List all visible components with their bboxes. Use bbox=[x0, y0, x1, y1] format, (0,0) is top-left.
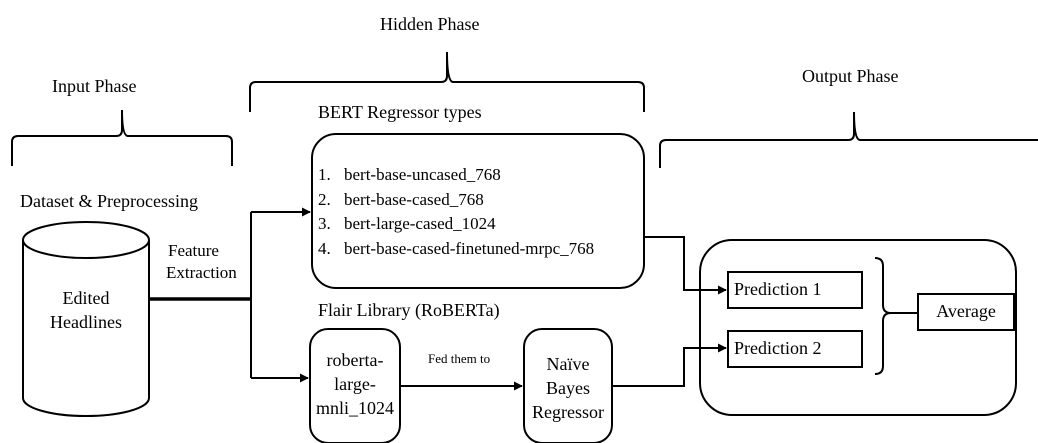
prediction-1-label: Prediction 1 bbox=[734, 279, 822, 299]
bert-item: 4.bert-base-cased-finetuned-mrpc_768 bbox=[318, 238, 595, 258]
feature-label-line-2: Extraction bbox=[166, 263, 237, 282]
input-phase-brace bbox=[11, 109, 233, 166]
hidden-phase-brace bbox=[249, 51, 645, 112]
dataset-line-2: Headlines bbox=[50, 312, 122, 332]
bert-item: 1.bert-base-uncased_768 bbox=[318, 165, 501, 184]
naive-bayes-line-3: Regressor bbox=[532, 402, 604, 422]
arrow-bert-to-prediction-1 bbox=[644, 236, 727, 295]
output-phase-brace bbox=[659, 111, 1038, 168]
input-phase-label: Input Phase bbox=[52, 76, 137, 96]
roberta-model-line-2: large- bbox=[334, 374, 376, 394]
bert-box bbox=[311, 133, 645, 289]
arrow-bayes-to-prediction-2 bbox=[612, 343, 727, 387]
dataset-cylinder-top bbox=[22, 221, 150, 259]
roberta-model-line-3: mnli_1024 bbox=[315, 398, 394, 418]
bert-item: 3.bert-large-cased_1024 bbox=[318, 214, 496, 233]
bert-title: BERT Regressor types bbox=[318, 102, 482, 122]
output-phase-box bbox=[699, 239, 1017, 416]
output-phase-label: Output Phase bbox=[802, 66, 899, 86]
bert-item: 2.bert-base-cased_768 bbox=[318, 189, 484, 209]
naive-bayes-line-2: Bayes bbox=[546, 378, 590, 398]
prediction-2-label: Prediction 2 bbox=[734, 338, 822, 358]
fed-them-to-label: Fed them to bbox=[428, 351, 491, 366]
predictions-brace bbox=[874, 257, 892, 375]
roberta-model-line-1: roberta- bbox=[326, 350, 384, 370]
prediction-2-box bbox=[727, 330, 863, 368]
dataset-cylinder bbox=[22, 240, 150, 417]
hidden-phase-label: Hidden Phase bbox=[380, 14, 480, 34]
dataset-title: Dataset & Preprocessing bbox=[20, 191, 198, 211]
naive-bayes-line-1: Naïve bbox=[546, 354, 590, 374]
flair-title: Flair Library (RoBERTa) bbox=[318, 300, 500, 320]
bert-list: 1.bert-base-uncased_768 2.bert-base-case… bbox=[318, 163, 594, 261]
dataset-line-1: Edited bbox=[62, 288, 110, 308]
prediction-1-box bbox=[727, 271, 863, 309]
feature-label-line-1: Feature bbox=[168, 241, 219, 260]
average-label: Average bbox=[936, 301, 996, 321]
